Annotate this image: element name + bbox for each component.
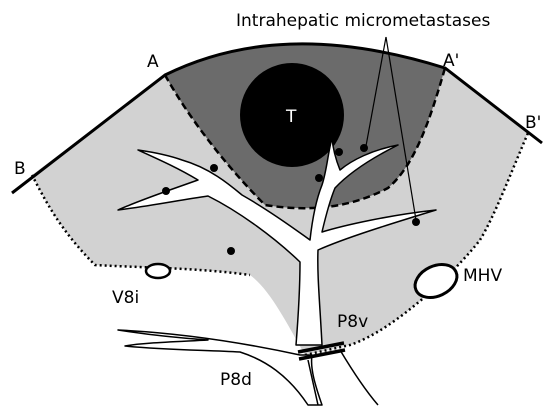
label-a: A (147, 52, 159, 72)
micrometastasis-dot (162, 187, 170, 195)
label-p8v: P8v (337, 312, 368, 332)
label-b: B (14, 159, 26, 179)
v8i-vein-ellipse (146, 264, 170, 278)
label-mhv: MHV (463, 266, 502, 286)
label-b-prime: B' (525, 113, 541, 133)
micrometastasis-dot (210, 164, 218, 172)
micrometastasis-dot (227, 247, 235, 255)
label-p8d: P8d (220, 370, 252, 390)
annotation-label: Intrahepatic micrometastases (236, 11, 490, 31)
micrometastasis-dot (315, 174, 323, 182)
micrometastasis-dot (335, 148, 343, 156)
tumor-label: T (285, 107, 297, 127)
label-a-prime: A' (443, 51, 459, 71)
label-v8i: V8i (112, 288, 139, 308)
portal-vein-p8d-branch (118, 330, 322, 405)
micrometastasis-dot (360, 144, 368, 152)
